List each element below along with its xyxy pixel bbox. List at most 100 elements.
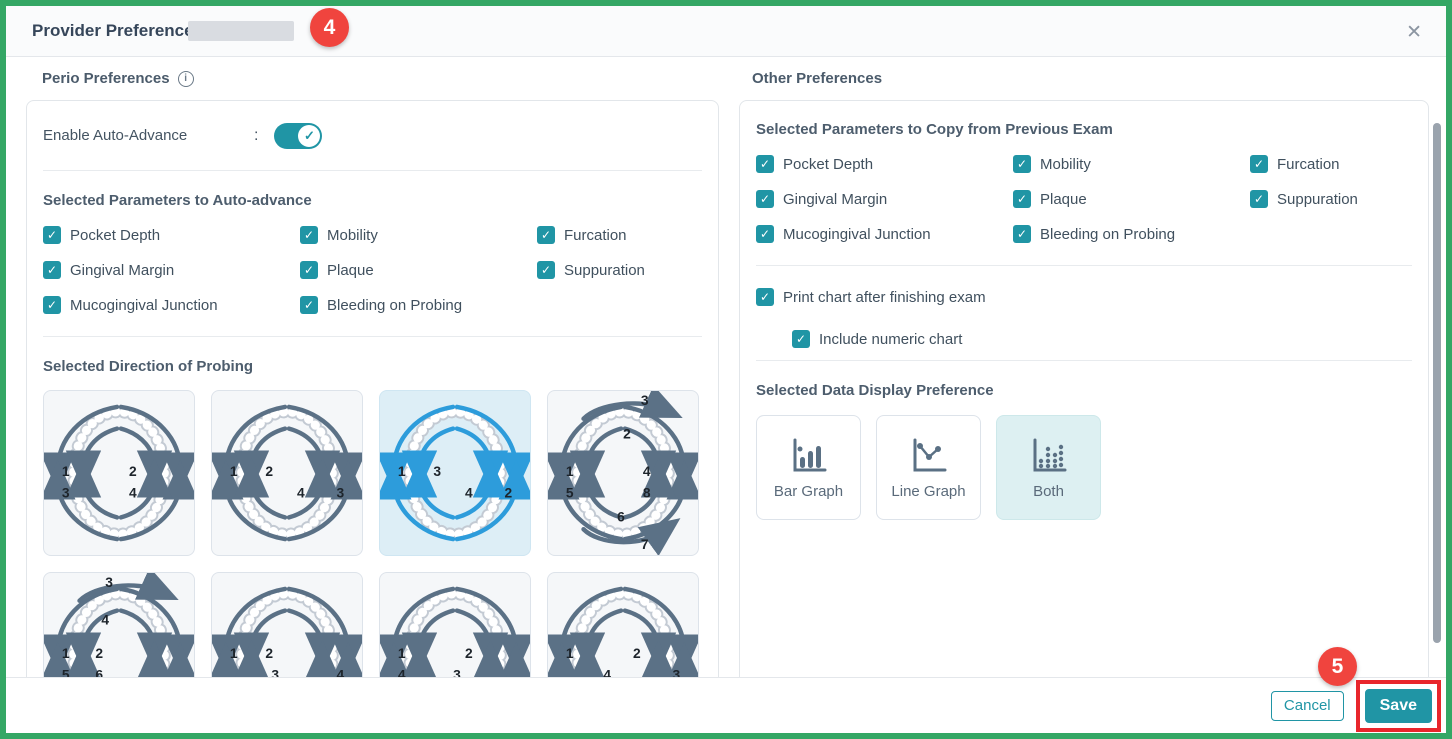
display-option-bar-graph[interactable]: Bar Graph (756, 415, 861, 520)
checkbox-check-icon: ✓ (1013, 155, 1031, 173)
print-chart-checkbox[interactable]: ✓ Print chart after finishing exam (756, 288, 986, 306)
provider-preference-dialog: Provider Preference ✕ 4 5 Perio Preferen… (6, 6, 1446, 733)
probing-direction-option-5[interactable]: 3412568 (43, 572, 195, 683)
divider (756, 265, 1412, 266)
svg-text:2: 2 (129, 463, 137, 479)
display-option-label: Both (1033, 483, 1064, 500)
param-label: Gingival Margin (783, 190, 888, 208)
svg-text:1: 1 (230, 645, 238, 661)
divider (756, 360, 1412, 361)
perio-preferences-heading: Perio Preferences (42, 70, 170, 87)
auto-advance-toggle[interactable]: ✓ (274, 122, 323, 149)
other-preferences-heading: Other Preferences (752, 70, 883, 87)
annotation-badge-4: 4 (310, 8, 349, 47)
svg-text:5: 5 (62, 667, 70, 683)
display-option-both[interactable]: Both (996, 415, 1101, 520)
svg-text:3: 3 (433, 463, 441, 479)
auto-advance-params-grid: ✓ Pocket Depth ✓Mobility✓Furcation ✓Gingiva… (43, 226, 702, 336)
param-checkbox-plaque[interactable]: ✓Plaque (300, 261, 537, 279)
param-checkbox-plaque[interactable]: ✓Plaque (1013, 190, 1250, 208)
bar-graph-icon (793, 438, 826, 472)
dental-arch-diagram-icon: 1 2 3 4 (44, 404, 194, 542)
param-checkbox-bleeding-on-probing[interactable]: ✓Bleeding on Probing (1013, 225, 1250, 243)
include-numeric-checkbox[interactable]: ✓ Include numeric chart (792, 330, 962, 348)
perio-preferences-section: Perio Preferences i Enable Auto-Advance … (26, 57, 719, 683)
svg-text:1: 1 (566, 645, 574, 661)
param-label: Pocket Depth (70, 226, 161, 244)
checkbox-check-icon: ✓ (1250, 190, 1268, 208)
display-option-label: Line Graph (891, 483, 966, 500)
svg-text:1: 1 (398, 645, 406, 661)
checkbox-check-icon: ✓ (300, 296, 318, 314)
save-button[interactable]: Save (1364, 688, 1432, 723)
info-icon[interactable]: i (177, 70, 194, 87)
checkbox-check-icon: ✓ (43, 261, 61, 279)
param-checkbox-mobility[interactable]: ✓Mobility (300, 226, 537, 244)
cancel-button[interactable]: Cancel (1270, 690, 1344, 721)
svg-text:8: 8 (643, 485, 651, 501)
param-checkbox-suppuration[interactable]: ✓ Suppuration (537, 261, 702, 279)
svg-text:1: 1 (62, 463, 70, 479)
param-checkbox-pocket-depth[interactable]: ✓ Pocket Depth (43, 226, 300, 244)
param-checkbox-mobility[interactable]: ✓ Mobility (1013, 155, 1250, 173)
checkbox-check-icon: ✓ (1250, 155, 1268, 173)
probing-direction-heading: Selected Direction of Probing (43, 358, 254, 375)
auto-advance-label: Enable Auto-Advance (43, 127, 188, 144)
svg-text:7: 7 (641, 536, 649, 552)
dialog-title: Provider Preference (32, 21, 194, 40)
dental-arch-diagram-icon: 3412568 (44, 573, 194, 683)
svg-text:3: 3 (62, 485, 70, 501)
both-graph-icon (1033, 438, 1066, 472)
svg-text:1: 1 (566, 463, 574, 479)
dialog-footer: Cancel Save (6, 677, 1446, 733)
checkbox-check-icon: ✓ (1013, 225, 1031, 243)
param-checkbox-mucogingival-junction[interactable]: ✓Mucogingival Junction (756, 225, 1013, 243)
divider (43, 170, 702, 171)
checkbox-check-icon: ✓ (537, 261, 555, 279)
param-checkbox-furcation[interactable]: ✓Furcation (1250, 155, 1412, 173)
param-label: Suppuration (564, 261, 645, 279)
svg-text:1: 1 (62, 645, 70, 661)
display-option-line-graph[interactable]: Line Graph (876, 415, 981, 520)
checkbox-check-icon: ✓ (756, 225, 774, 243)
save-highlight-box: Save (1355, 679, 1441, 732)
vertical-scrollbar[interactable] (1433, 123, 1441, 643)
param-checkbox-gingival-margin[interactable]: ✓Gingival Margin (43, 261, 300, 279)
checkbox-check-icon: ✓ (756, 155, 774, 173)
checkbox-check-icon: ✓ (756, 190, 774, 208)
svg-text:6: 6 (95, 667, 103, 683)
checkbox-check-icon: ✓ (43, 226, 61, 244)
param-label: Mobility (1040, 155, 1091, 173)
param-checkbox-furcation[interactable]: ✓Furcation (537, 226, 702, 244)
param-checkbox-suppuration[interactable]: ✓ Suppuration (1250, 190, 1412, 208)
param-checkbox-gingival-margin[interactable]: ✓ Gingival Margin (756, 190, 1013, 208)
close-icon[interactable]: ✕ (1406, 22, 1422, 43)
include-numeric-label: Include numeric chart (819, 330, 963, 348)
param-label: Suppuration (1277, 190, 1358, 208)
probing-direction-option-1[interactable]: 1 2 3 4 (43, 390, 195, 556)
display-preference-options: Bar Graph Line Graph Both (756, 415, 1412, 520)
param-checkbox-bleeding-on-probing[interactable]: ✓Bleeding on Probing (300, 296, 537, 314)
svg-text:2: 2 (465, 645, 473, 661)
svg-text:4: 4 (101, 611, 109, 627)
auto-advance-separator: : (254, 126, 259, 144)
param-checkbox-mucogingival-junction[interactable]: ✓Mucogingival Junction (43, 296, 300, 314)
svg-text:4: 4 (129, 485, 137, 501)
param-label: Plaque (327, 261, 374, 279)
svg-text:2: 2 (633, 645, 641, 661)
svg-text:6: 6 (617, 508, 625, 524)
param-checkbox-pocket-depth[interactable]: ✓Pocket Depth (756, 155, 1013, 173)
annotation-badge-5: 5 (1318, 647, 1357, 686)
svg-text:3: 3 (672, 667, 680, 683)
